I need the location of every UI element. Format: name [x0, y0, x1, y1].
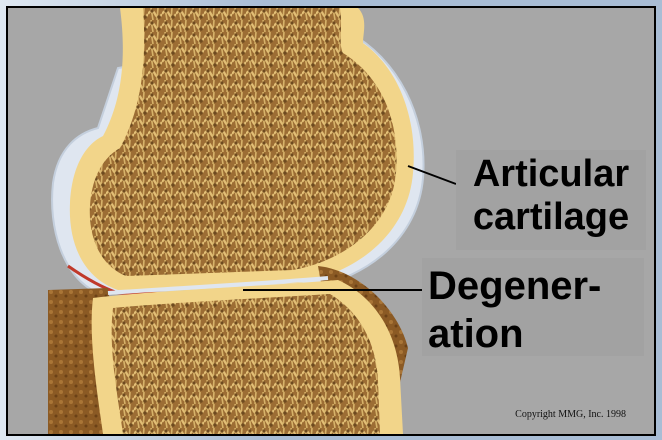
copyright-notice: Copyright MMG, Inc. 1998	[515, 409, 626, 420]
articular-cartilage-label-line2: cartilage	[456, 193, 646, 236]
illustration-frame: Articular cartilage Degener- ation Copyr…	[6, 6, 656, 436]
articular-cartilage-label-line1: Articular	[456, 150, 646, 193]
tibia-trabecular-bone	[112, 294, 380, 434]
degeneration-label-line2: ation	[422, 306, 644, 354]
degeneration-label: Degener- ation	[422, 258, 644, 356]
articular-cartilage-label: Articular cartilage	[456, 150, 646, 250]
degeneration-label-line1: Degener-	[422, 258, 644, 306]
